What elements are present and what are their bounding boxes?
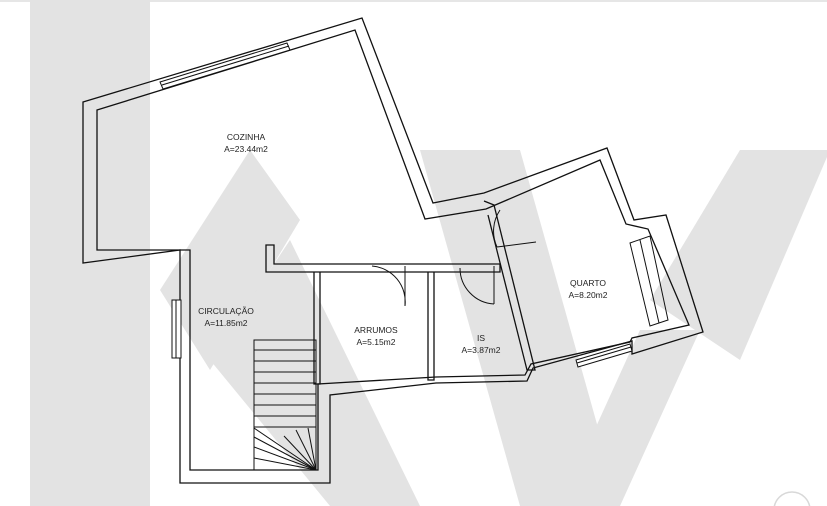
windows [159, 42, 633, 368]
wall-arrumos-left [313, 272, 321, 385]
room-name-arrumos: ARRUMOS [354, 325, 398, 335]
room-area-circulacao: A=11.85m2 [204, 318, 247, 328]
room-area-cozinha: A=23.44m2 [224, 144, 268, 154]
inner-wall-outline [96, 29, 690, 471]
room-name-circulacao: CIRCULAÇÃO [198, 306, 254, 316]
wardrobe [629, 235, 669, 327]
room-labels: COZINHA A=23.44m2 CIRCULAÇÃO A=11.85m2 A… [198, 132, 608, 355]
interior-walls [265, 200, 669, 385]
staircase [253, 339, 317, 471]
room-area-quarto: A=8.20m2 [569, 290, 608, 300]
wall-quarto-left [483, 200, 536, 371]
room-name-cozinha: COZINHA [227, 132, 266, 142]
zoom-circle-icon[interactable] [773, 491, 811, 506]
outer-wall-outline [82, 17, 704, 484]
watermark-logo [30, 0, 827, 506]
outer-walls [82, 17, 704, 484]
door-quarto [493, 209, 537, 248]
top-border [0, 0, 827, 2]
room-name-quarto: QUARTO [570, 278, 606, 288]
door-is [459, 266, 495, 305]
door-arrumos [371, 265, 406, 307]
room-area-arrumos: A=5.15m2 [357, 337, 396, 347]
doors [371, 209, 537, 307]
room-area-is: A=3.87m2 [462, 345, 501, 355]
room-name-is: IS [477, 333, 485, 343]
wall-arrumos-is [427, 272, 435, 381]
